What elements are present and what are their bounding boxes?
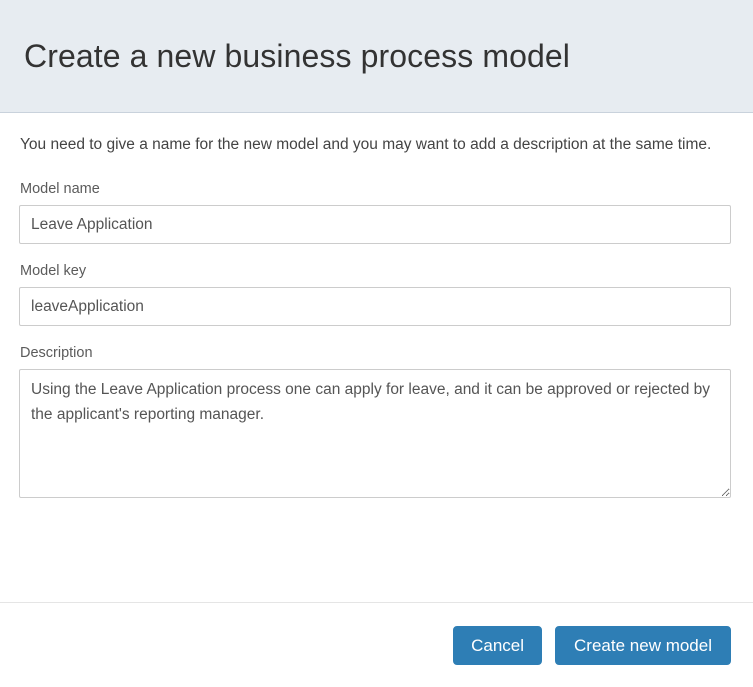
model-key-group: Model key xyxy=(19,262,732,326)
dialog-header: Create a new business process model xyxy=(0,0,753,113)
dialog-footer: Cancel Create new model xyxy=(0,602,753,687)
model-key-label: Model key xyxy=(20,263,87,279)
dialog-instructions: You need to give a name for the new mode… xyxy=(20,136,712,153)
create-new-model-button[interactable]: Create new model xyxy=(555,625,731,665)
dialog-body: You need to give a name for the new mode… xyxy=(0,113,753,602)
description-textarea[interactable]: Using the Leave Application process one … xyxy=(19,369,731,498)
model-key-input[interactable] xyxy=(19,287,731,326)
model-name-input[interactable] xyxy=(19,205,731,244)
model-name-label: Model name xyxy=(20,181,100,197)
page-title: Create a new business process model xyxy=(24,37,570,74)
description-label: Description xyxy=(20,345,93,361)
cancel-button[interactable]: Cancel xyxy=(453,625,543,665)
model-name-group: Model name xyxy=(19,180,732,244)
description-group: Description Using the Leave Application … xyxy=(19,344,732,498)
